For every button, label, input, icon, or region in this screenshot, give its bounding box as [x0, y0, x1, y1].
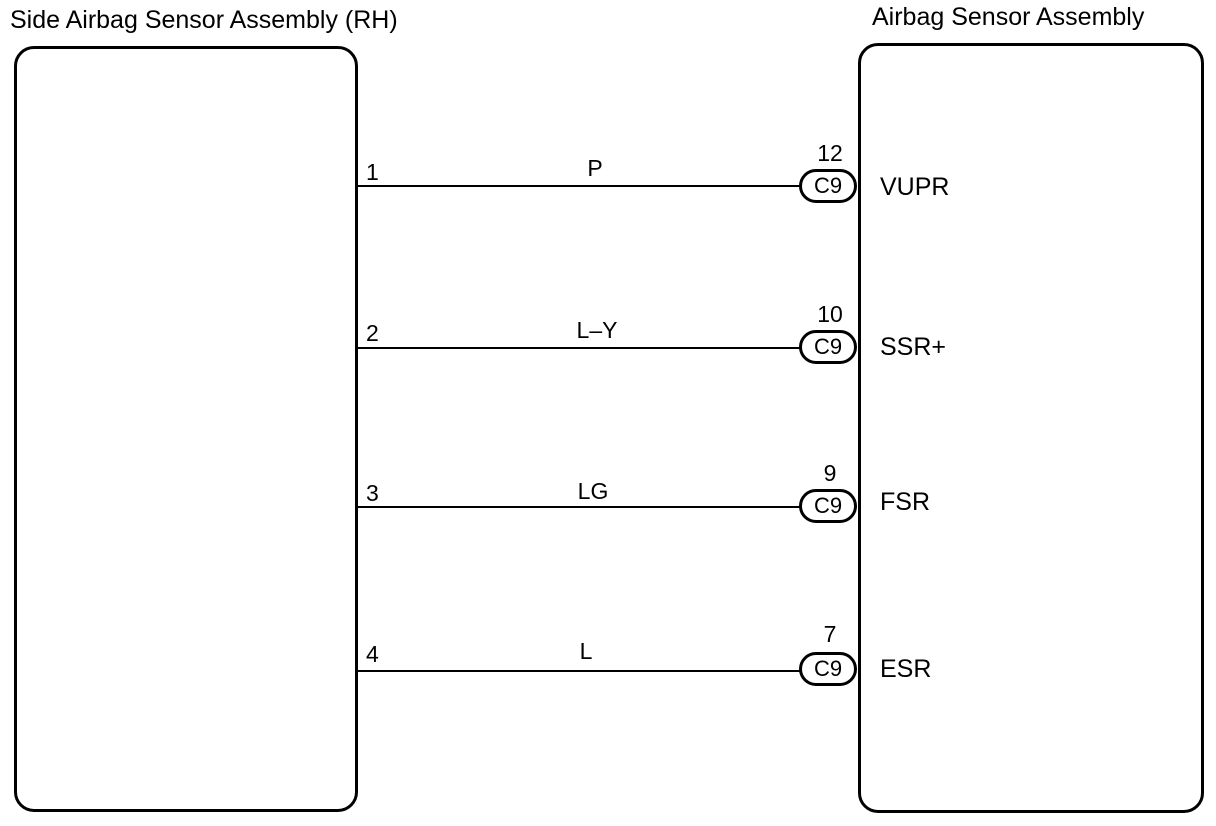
signal-3: FSR — [880, 488, 930, 516]
left-pin-4: 4 — [366, 641, 379, 667]
wire-color-4: L — [579, 638, 593, 664]
wire-color-2: L–Y — [576, 317, 618, 343]
wire-1 — [358, 185, 800, 187]
connector-pin-3: 9 — [823, 460, 837, 486]
signal-2: SSR+ — [880, 333, 947, 361]
connector-pin-4: 7 — [823, 621, 837, 647]
connector-1: C9 — [799, 169, 857, 203]
connector-pin-1: 12 — [817, 140, 843, 166]
wire-color-1: P — [587, 155, 603, 181]
right-component-title: Airbag Sensor Assembly — [872, 3, 1145, 31]
wire-4 — [358, 670, 800, 672]
side-airbag-sensor-box — [14, 46, 358, 812]
connector-pin-2: 10 — [817, 301, 843, 327]
left-pin-1: 1 — [366, 159, 379, 185]
wire-3 — [358, 506, 800, 508]
airbag-sensor-box — [858, 43, 1204, 813]
connector-4: C9 — [799, 652, 857, 686]
signal-1: VUPR — [880, 173, 950, 201]
wire-2 — [358, 347, 800, 349]
wire-color-3: LG — [577, 478, 609, 504]
left-pin-3: 3 — [366, 480, 379, 506]
signal-4: ESR — [880, 655, 932, 683]
left-pin-2: 2 — [366, 320, 379, 346]
connector-3: C9 — [799, 489, 857, 523]
connector-2: C9 — [799, 330, 857, 364]
left-component-title: Side Airbag Sensor Assembly (RH) — [10, 6, 398, 34]
